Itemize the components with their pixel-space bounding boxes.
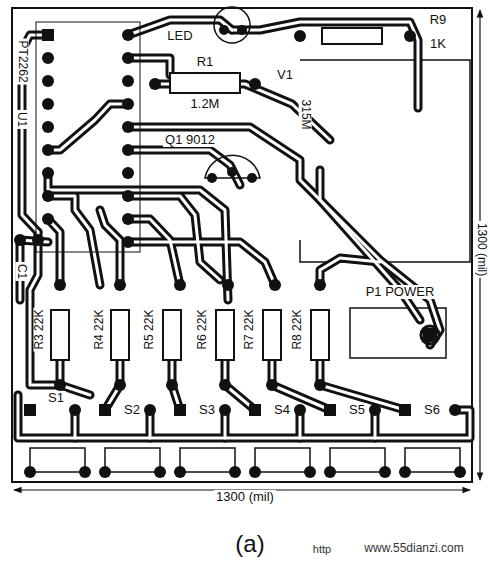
watermark: http xyxy=(311,543,333,555)
switch-pads xyxy=(24,404,466,478)
board-outline xyxy=(12,8,472,482)
copper-traces xyxy=(18,20,470,438)
part-label: R5 22K xyxy=(143,308,156,352)
part-label: V1 xyxy=(275,68,295,82)
part-label: S1 xyxy=(46,391,66,405)
module-outline xyxy=(300,60,470,262)
part-label: R9 xyxy=(428,13,449,27)
part-label: 1.2M xyxy=(189,97,222,111)
part-label: U1 xyxy=(15,110,28,129)
part-label: S4 xyxy=(272,403,292,417)
part-label: R8 22K xyxy=(291,308,304,352)
part-label: PT2262 xyxy=(15,39,28,85)
part-label: S5 xyxy=(347,403,367,417)
trace-inner xyxy=(18,20,470,438)
resistor-symbol xyxy=(322,28,382,44)
part-label: 1K xyxy=(428,37,448,51)
part-label: C1 xyxy=(15,262,28,281)
part-label: LED xyxy=(165,29,194,43)
led-symbol xyxy=(214,7,250,43)
part-label: Q1 9012 xyxy=(163,133,217,147)
part-label: R3 22K xyxy=(33,308,46,352)
part-label: 315M xyxy=(298,98,311,132)
part-label: S3 xyxy=(197,403,217,417)
ic-pads xyxy=(42,29,134,248)
dimension-label: 1300 (mil) xyxy=(475,221,488,278)
dimension-label: 1300 (mil) xyxy=(214,490,276,504)
part-label: S6 xyxy=(422,403,442,417)
resistor-symbol xyxy=(170,73,240,93)
part-label: P1 POWER xyxy=(364,285,437,299)
power-pad xyxy=(423,328,437,342)
switch-outlines xyxy=(30,448,460,472)
resistor-row xyxy=(51,279,329,391)
ic-outline xyxy=(36,22,140,252)
part-label: R7 22K xyxy=(243,308,256,352)
part-label: R6 22K xyxy=(196,308,209,352)
part-label: R4 22K xyxy=(93,308,106,352)
figure-caption: (a) xyxy=(233,531,266,557)
part-label: S2 xyxy=(122,403,142,417)
part-label: R1 xyxy=(195,55,216,69)
watermark: www.55dianzi.com xyxy=(362,542,465,555)
